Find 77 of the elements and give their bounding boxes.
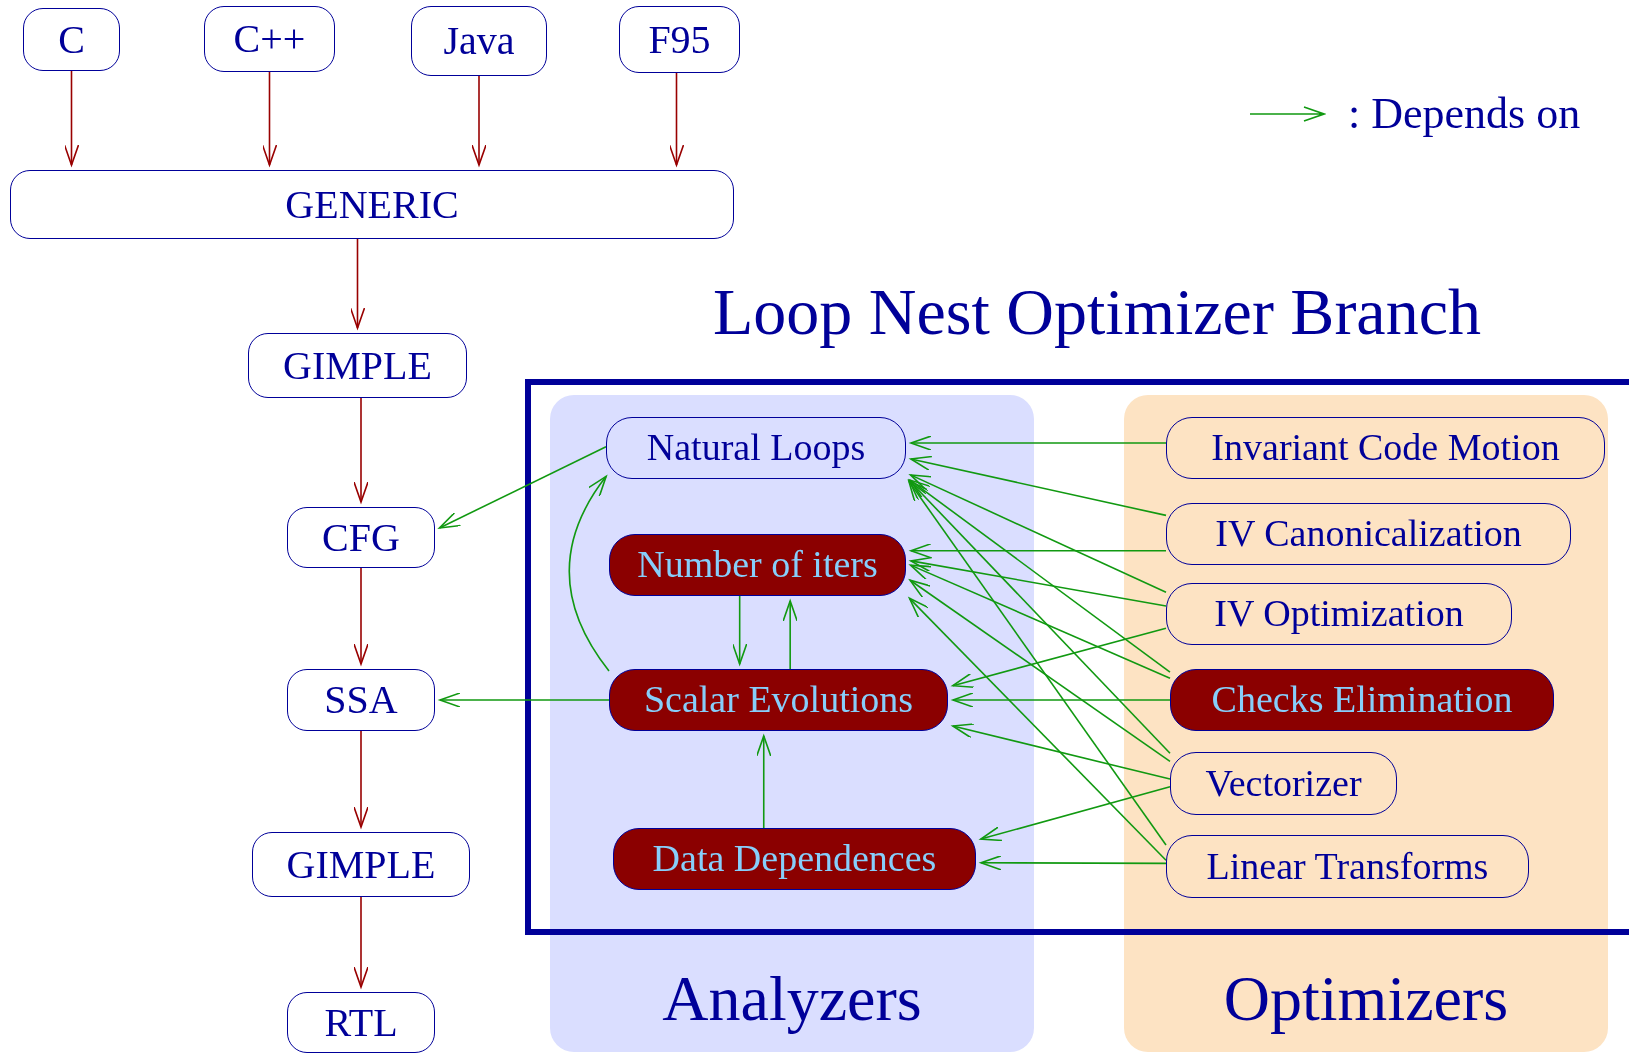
diagram-title: Loop Nest Optimizer Branch (713, 276, 1481, 349)
rounded-box (1166, 503, 1571, 565)
box-label: IV Canonicalization (1215, 513, 1522, 555)
arrow (353, 397, 369, 503)
box-label: IV Optimization (1214, 593, 1464, 635)
arrow (952, 692, 1171, 708)
arrow (755, 735, 772, 829)
rounded-box (1170, 752, 1397, 815)
box-label: Invariant Code Motion (1211, 427, 1560, 469)
rounded-box (411, 6, 547, 76)
arrow (349, 238, 366, 329)
arrow (261, 71, 278, 166)
arrow (909, 474, 1167, 594)
arrow (909, 479, 1171, 673)
rounded-box (1166, 583, 1512, 645)
arrow (908, 480, 1167, 846)
arrow (63, 70, 80, 166)
arrow (731, 595, 748, 665)
arrow (910, 455, 1167, 517)
rounded-box (248, 333, 467, 398)
arrow (471, 75, 487, 166)
arrow (908, 479, 1171, 755)
arrow (782, 600, 798, 670)
box-label: GIMPLE (286, 842, 436, 887)
arrow (909, 579, 1171, 763)
box-label: Linear Transforms (1206, 845, 1489, 888)
rounded-box (287, 669, 435, 731)
rounded-box (252, 832, 470, 897)
highlighted-box (1170, 669, 1554, 731)
box-label: SSA (324, 678, 398, 722)
legend-text: : Depends on (1348, 88, 1581, 139)
rounded-box (287, 992, 435, 1053)
highlighted-box (609, 669, 948, 731)
box-label: GENERIC (285, 182, 459, 227)
panel-title: Optimizers (1222, 963, 1510, 1034)
arrow (908, 597, 1167, 861)
arrow (910, 556, 1167, 607)
arrow (439, 692, 610, 708)
panel-title: Analyzers (661, 963, 923, 1034)
box-label: Checks Elimination (1211, 679, 1513, 721)
box-label: C++ (233, 17, 306, 61)
box-label: Natural Loops (646, 427, 866, 469)
arrow (910, 435, 1167, 451)
box-label: Scalar Evolutions (643, 679, 914, 721)
arrow (952, 627, 1167, 689)
arrow (980, 785, 1171, 842)
highlighted-box (613, 828, 976, 890)
rounded-box (1166, 835, 1529, 898)
box-label: Java (443, 19, 515, 63)
group-panel (550, 395, 1034, 1052)
arrow (910, 542, 1167, 559)
box-label: Vectorizer (1205, 762, 1362, 805)
rounded-box (204, 6, 335, 72)
box-label: CFG (322, 515, 400, 560)
box-label: C (58, 17, 85, 62)
box-label: GIMPLE (283, 343, 432, 388)
box-label: RTL (324, 1000, 398, 1045)
arrow (353, 730, 369, 828)
arrow (438, 445, 607, 529)
arrow (353, 567, 369, 665)
group-panel (1124, 395, 1608, 1052)
rounded-box (287, 507, 435, 568)
arrow (568, 475, 610, 672)
box-label: F95 (648, 17, 711, 62)
rounded-box (1166, 417, 1605, 479)
rounded-box (606, 417, 906, 479)
rounded-box (619, 6, 740, 73)
box-label: Data Dependences (652, 838, 937, 880)
arrow (952, 723, 1171, 780)
arrow (668, 72, 685, 166)
rounded-box (10, 170, 734, 239)
box-label: Number of iters (637, 544, 878, 586)
arrow (980, 855, 1167, 871)
arrow (909, 564, 1171, 680)
arrow (353, 896, 369, 988)
rounded-box (23, 8, 120, 71)
highlighted-box (609, 534, 906, 596)
